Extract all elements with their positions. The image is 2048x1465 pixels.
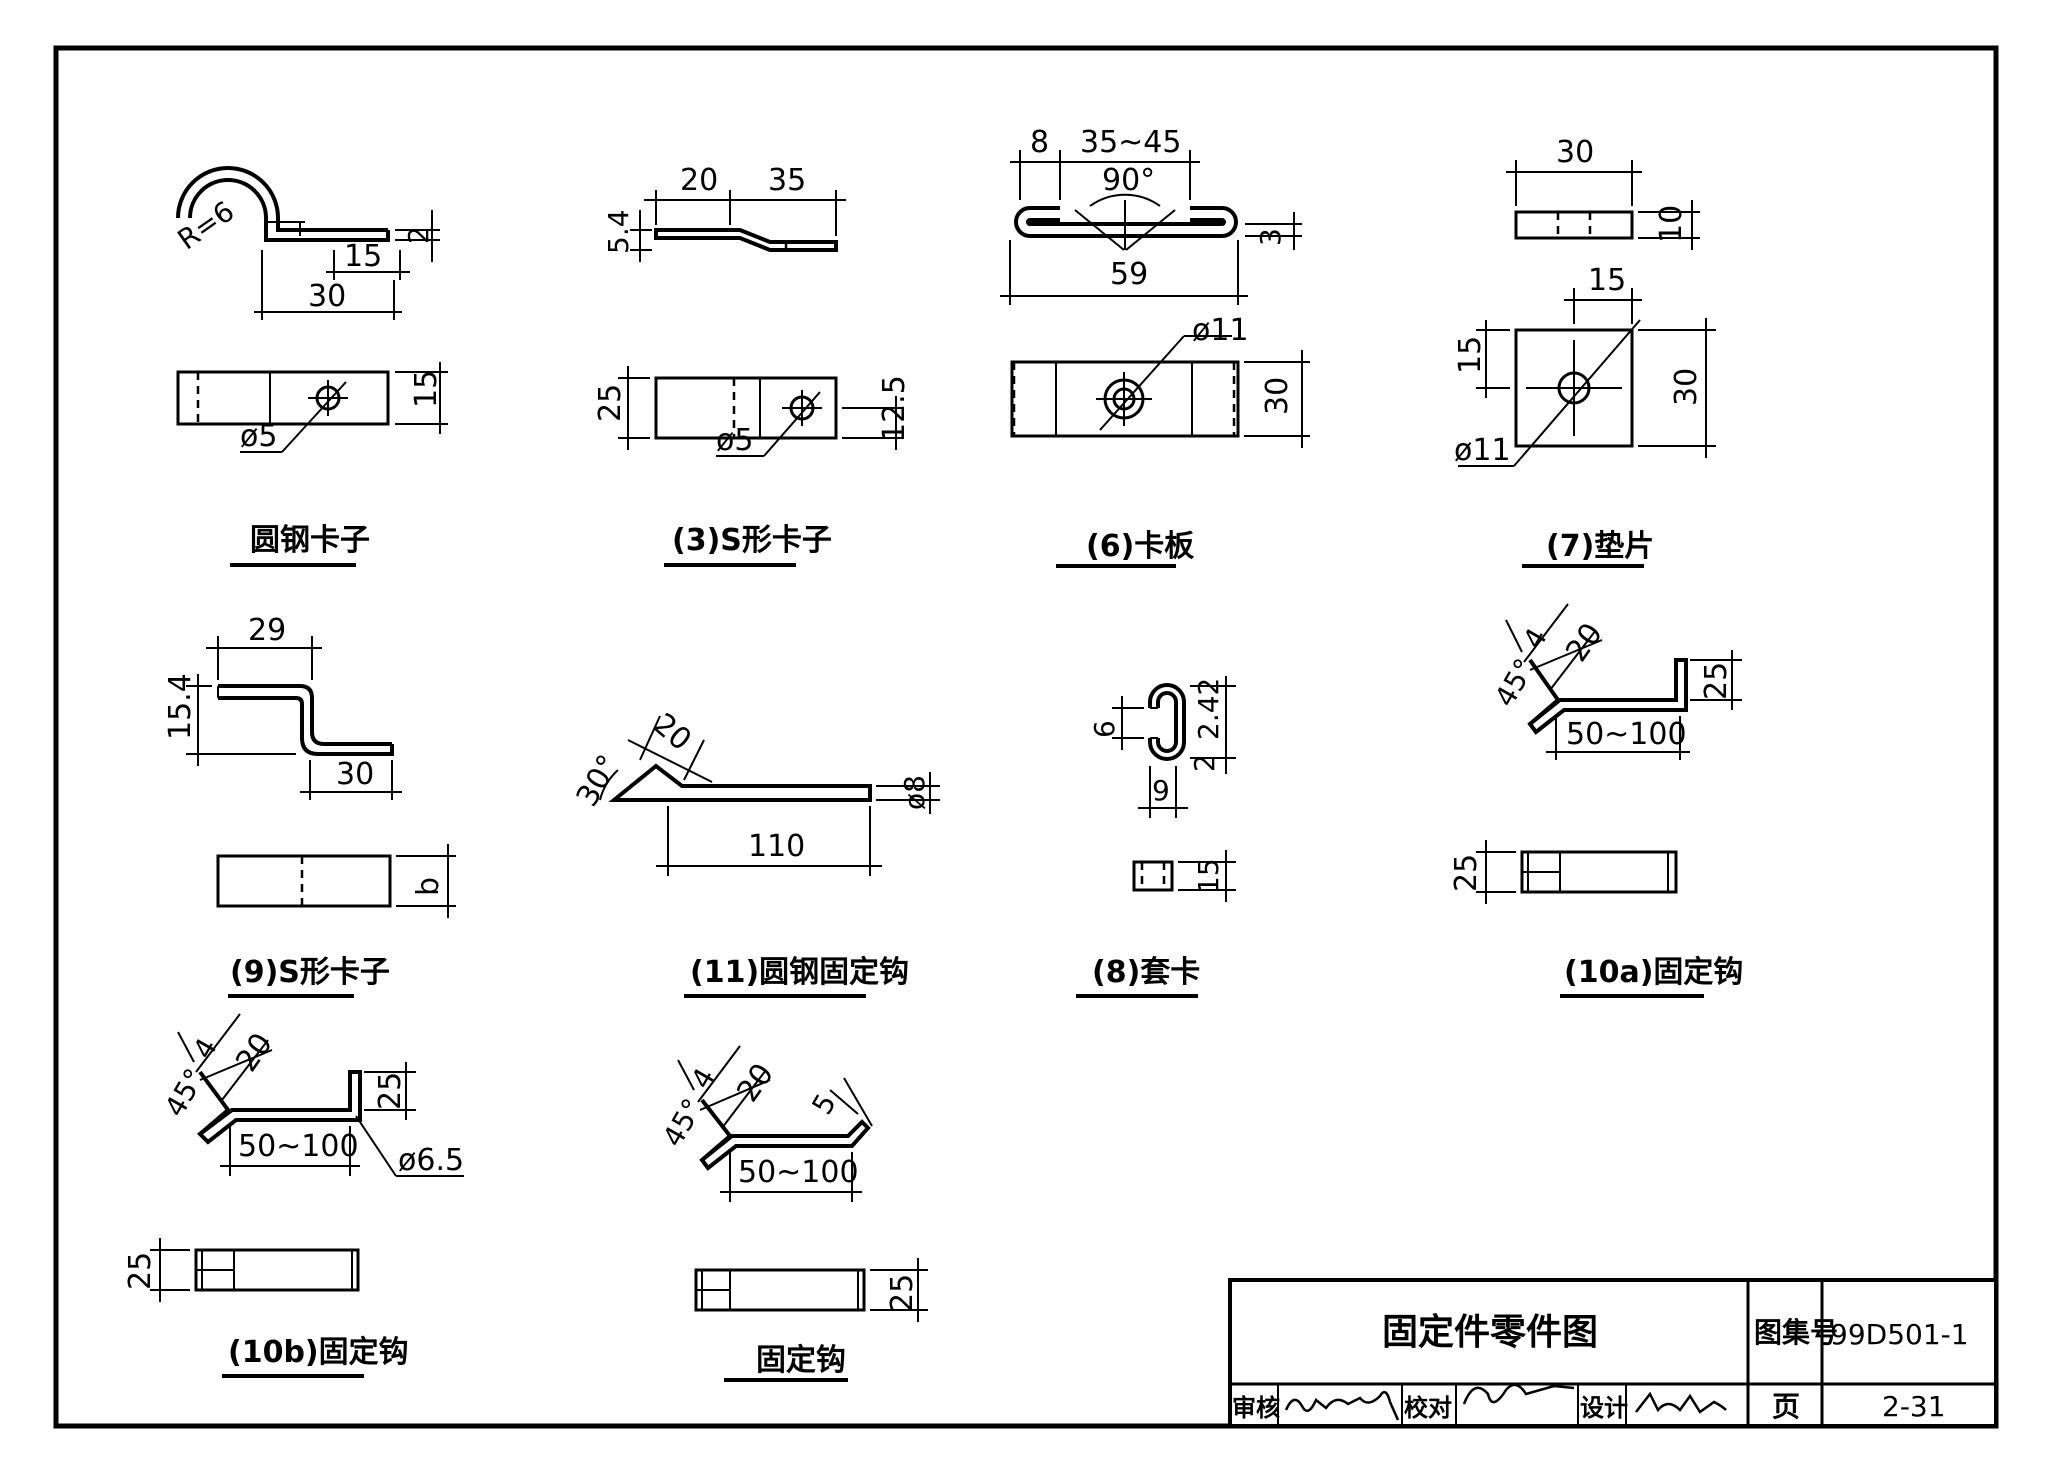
- part-washer: 30 10 ø11 15 15 30 (7)垫片: [1453, 135, 1716, 568]
- dim-20: 20: [1559, 617, 1610, 668]
- dim-8: 8: [1030, 125, 1049, 160]
- sheet-border: [53, 45, 1999, 1429]
- dim-width-25: 25: [593, 384, 628, 422]
- dim-hole-11: ø11: [1192, 313, 1249, 348]
- dim-25-height: 25: [373, 1072, 408, 1110]
- dim-4: 4: [1516, 622, 1553, 654]
- dim-25-width: 25: [885, 1274, 920, 1312]
- dim-12-5: 12.5: [877, 375, 912, 442]
- caption-round-steel-hook: (11)圆钢固定钩: [690, 955, 909, 990]
- caption-s-clip-3: (3)S形卡子: [672, 523, 832, 558]
- dim-50-100: 50~100: [238, 1129, 359, 1164]
- page-number: 2-31: [1882, 1390, 1946, 1423]
- dim-15-top: 15: [1588, 263, 1626, 298]
- dim-2: 2: [1188, 754, 1221, 772]
- dim-20: 20: [680, 163, 718, 198]
- caption-fixing-hook-10a: (10a)固定钩: [1564, 955, 1743, 990]
- check-signature: [1462, 1383, 1575, 1405]
- dim-25-width: 25: [123, 1252, 158, 1290]
- dim-15: 15: [344, 239, 382, 274]
- dim-20: 20: [730, 1057, 781, 1108]
- dim-30: 30: [308, 279, 346, 314]
- caption-fixing-hook: 固定钩: [756, 1343, 846, 1378]
- design-signature: [1635, 1391, 1727, 1414]
- part-round-steel-clip: R=6 2 15 30 ø5 15 圆钢卡子: [172, 166, 448, 567]
- part-clamp-plate: 90° 8 35~45 59 3 ø11 30 (6)卡板: [1000, 125, 1310, 568]
- dim-50-100: 50~100: [1566, 717, 1687, 752]
- dim-dia-8: ø8: [898, 775, 931, 810]
- dim-5-4: 5.4: [602, 209, 635, 254]
- part-round-steel-hook: 20 30° 110 ø8 (11)圆钢固定钩: [570, 707, 940, 998]
- part-fixing-hook-10a: 45° 4 20 25 50~100 25 (10a)固定钩: [1449, 603, 1743, 998]
- dim-2-42: 2.42: [1192, 678, 1225, 740]
- part-s-clip-9: 29 15.4 30 b (9)S形卡子: [163, 613, 456, 998]
- dim-hole-5: ø5: [240, 419, 277, 454]
- dim-45deg: 45°: [158, 1063, 211, 1122]
- dim-9: 9: [1152, 774, 1170, 807]
- check-label: 校对: [1404, 1394, 1452, 1422]
- dim-110: 110: [748, 829, 805, 864]
- dim-29: 29: [248, 613, 286, 648]
- part-sleeve-clip: 6 2.42 2 9 15 (8)套卡: [1076, 676, 1236, 998]
- dim-hole-5: ø5: [716, 423, 753, 458]
- review-label: 审核: [1232, 1394, 1280, 1422]
- dim-width-15: 15: [409, 370, 444, 408]
- dim-20: 20: [646, 707, 698, 758]
- dim-4: 4: [684, 1062, 721, 1094]
- dim-35-45: 35~45: [1080, 125, 1181, 160]
- dim-dia-6-5: ø6.5: [398, 1143, 464, 1178]
- title-block: 固定件零件图 图集号 99D501-1 审核 校对 设计 页 2-31: [1228, 1278, 1998, 1428]
- part-s-clip-3: 20 35 5.4 ø5 25 12.5 (3)S形卡子: [593, 163, 912, 567]
- dim-50-100: 50~100: [738, 1155, 859, 1190]
- review-signature: [1284, 1390, 1400, 1421]
- sheet-title: 固定件零件图: [1382, 1312, 1598, 1353]
- dim-59: 59: [1110, 257, 1148, 292]
- dim-10: 10: [1654, 205, 1689, 243]
- dim-25-height: 25: [1699, 662, 1734, 700]
- design-label: 设计: [1580, 1394, 1628, 1422]
- dim-90deg: 90°: [1102, 163, 1155, 198]
- dim-15-left: 15: [1453, 336, 1488, 374]
- dim-thickness: 2: [402, 226, 435, 244]
- dim-30: 30: [1556, 135, 1594, 170]
- part-fixing-hook: 45° 4 20 5 50~100 25 固定钩: [656, 1045, 928, 1382]
- dim-30: 30: [336, 757, 374, 792]
- page-label: 页: [1772, 1390, 1800, 1423]
- caption-sleeve-clip: (8)套卡: [1092, 955, 1200, 990]
- dim-25-width: 25: [1449, 854, 1484, 892]
- dim-hole-11: ø11: [1454, 433, 1511, 468]
- dim-6: 6: [1088, 720, 1121, 738]
- dim-30deg: 30°: [570, 749, 627, 813]
- caption-round-steel-clip: 圆钢卡子: [250, 523, 370, 558]
- caption-washer: (7)垫片: [1546, 529, 1654, 564]
- atlas-label: 图集号: [1754, 1316, 1838, 1349]
- dim-b: b: [411, 877, 446, 896]
- dim-30-right: 30: [1669, 368, 1704, 406]
- atlas-number: 99D501-1: [1830, 1318, 1969, 1351]
- caption-s-clip-9: (9)S形卡子: [230, 955, 390, 990]
- dim-20: 20: [229, 1027, 280, 1078]
- dim-15-4: 15.4: [163, 673, 198, 740]
- dim-35: 35: [768, 163, 806, 198]
- caption-clamp-plate: (6)卡板: [1086, 529, 1194, 564]
- dim-15: 15: [1192, 858, 1225, 894]
- dim-5: 5: [805, 1088, 842, 1120]
- dim-3: 3: [1254, 228, 1287, 246]
- part-fixing-hook-10b: 45° 4 20 25 50~100 ø6.5 25 (10b)固定钩: [123, 1013, 464, 1378]
- caption-fixing-hook-10b: (10b)固定钩: [228, 1335, 409, 1370]
- dim-width-30: 30: [1260, 377, 1295, 415]
